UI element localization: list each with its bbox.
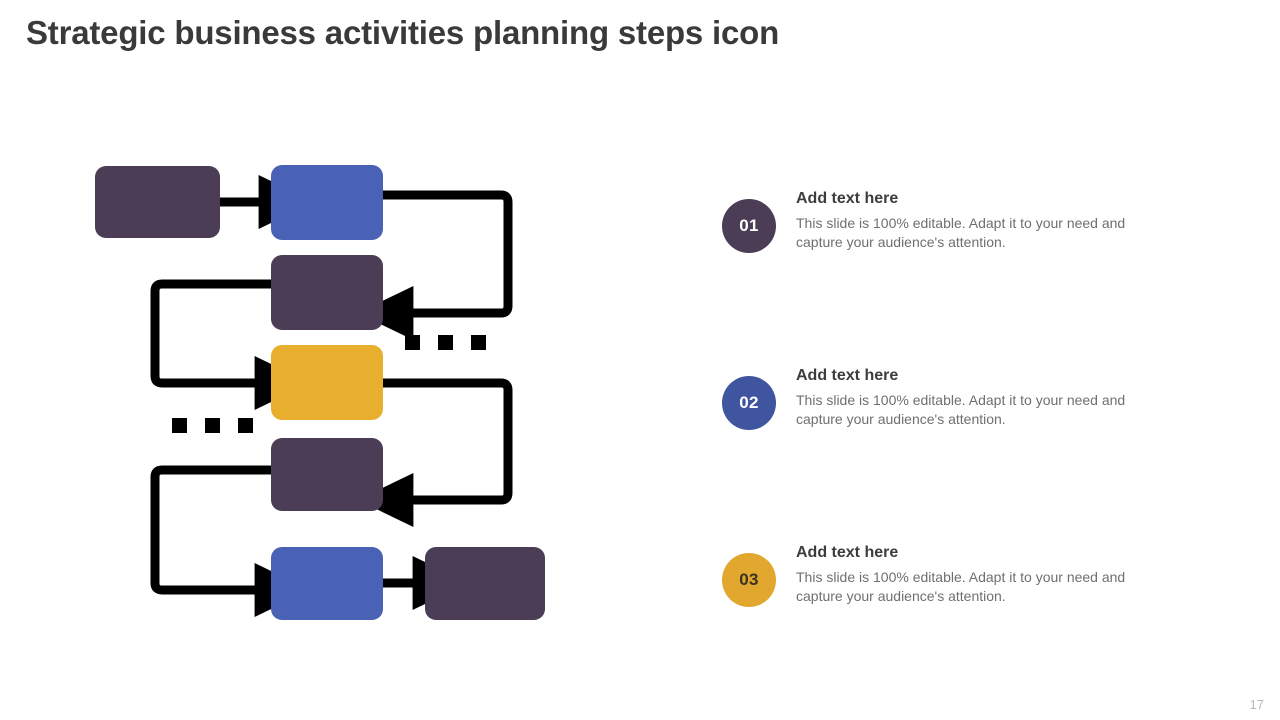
- step-text-block: Add text here This slide is 100% editabl…: [796, 537, 1148, 606]
- page-title: Strategic business activities planning s…: [26, 14, 780, 51]
- dash-marker-left: [172, 418, 253, 433]
- step-text-block: Add text here This slide is 100% editabl…: [796, 360, 1148, 429]
- status-badge: 03: [722, 553, 776, 607]
- status-badge: 02: [722, 376, 776, 430]
- node-step-1[interactable]: [271, 165, 383, 240]
- connector-step-4-to-step-5: [150, 465, 311, 617]
- step-body: This slide is 100% editable. Adapt it to…: [796, 215, 1126, 251]
- step-heading: Add text here: [796, 190, 899, 207]
- node-layer: [95, 165, 545, 620]
- connector-step-3-to-step-4: [357, 378, 513, 527]
- list-item[interactable]: 02 Add text here This slide is 100% edit…: [722, 360, 1192, 430]
- step-heading: Add text here: [796, 544, 899, 561]
- process-flow-diagram: [60, 130, 680, 650]
- node-step-2[interactable]: [271, 255, 383, 330]
- node-start[interactable]: [95, 166, 220, 238]
- node-step-3[interactable]: [271, 345, 383, 420]
- node-step-5[interactable]: [271, 547, 383, 620]
- node-step-4[interactable]: [271, 438, 383, 511]
- step-heading: Add text here: [796, 367, 899, 384]
- list-item[interactable]: 01 Add text here This slide is 100% edit…: [722, 183, 1192, 253]
- dash-marker-right: [405, 335, 486, 350]
- node-end[interactable]: [425, 547, 545, 620]
- connector-layer: [150, 175, 513, 617]
- list-item[interactable]: 03 Add text here This slide is 100% edit…: [722, 537, 1192, 607]
- step-body: This slide is 100% editable. Adapt it to…: [796, 569, 1126, 605]
- step-text-block: Add text here This slide is 100% editabl…: [796, 183, 1148, 252]
- page-number: 17: [1249, 697, 1264, 712]
- connector-step-2-to-step-3: [150, 279, 311, 410]
- step-body: This slide is 100% editable. Adapt it to…: [796, 392, 1126, 428]
- status-badge: 01: [722, 199, 776, 253]
- connector-step-1-to-step-2: [357, 190, 513, 340]
